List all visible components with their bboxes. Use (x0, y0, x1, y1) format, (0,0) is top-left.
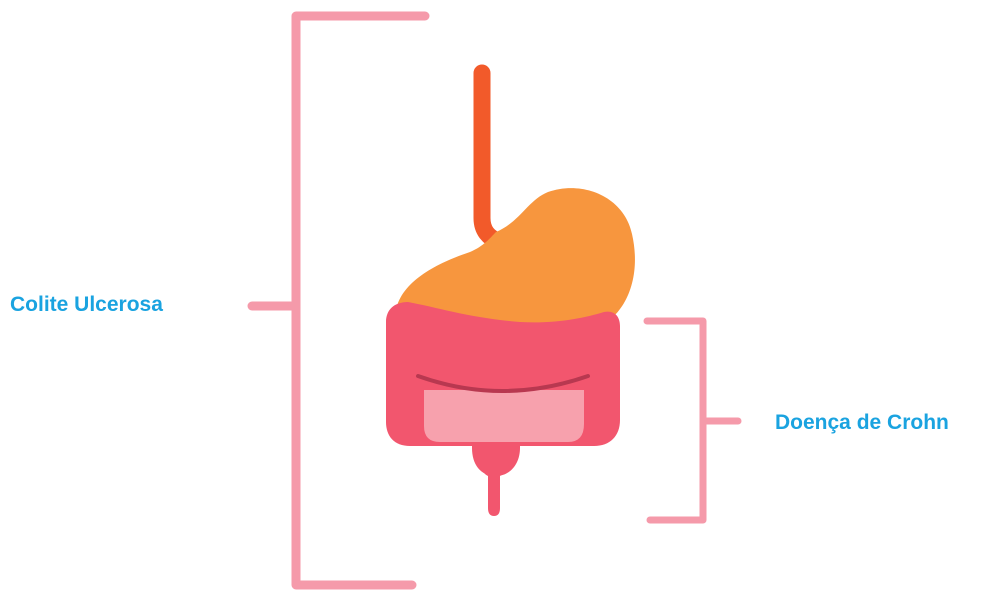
ulcerative-colitis-bracket (247, 11, 430, 590)
rectum-icon (480, 446, 511, 516)
crohns-disease-label: Doença de Crohn (775, 411, 949, 434)
small-intestine-icon (424, 390, 584, 442)
intestine-fold-line (416, 374, 590, 393)
ulcerative-colitis-label: Colite Ulcerosa (10, 293, 163, 316)
stomach-icon (396, 188, 635, 337)
digestive-system-icon (386, 64, 635, 516)
esophagus-icon (473, 64, 509, 251)
crohns-disease-bracket (643, 317, 742, 524)
